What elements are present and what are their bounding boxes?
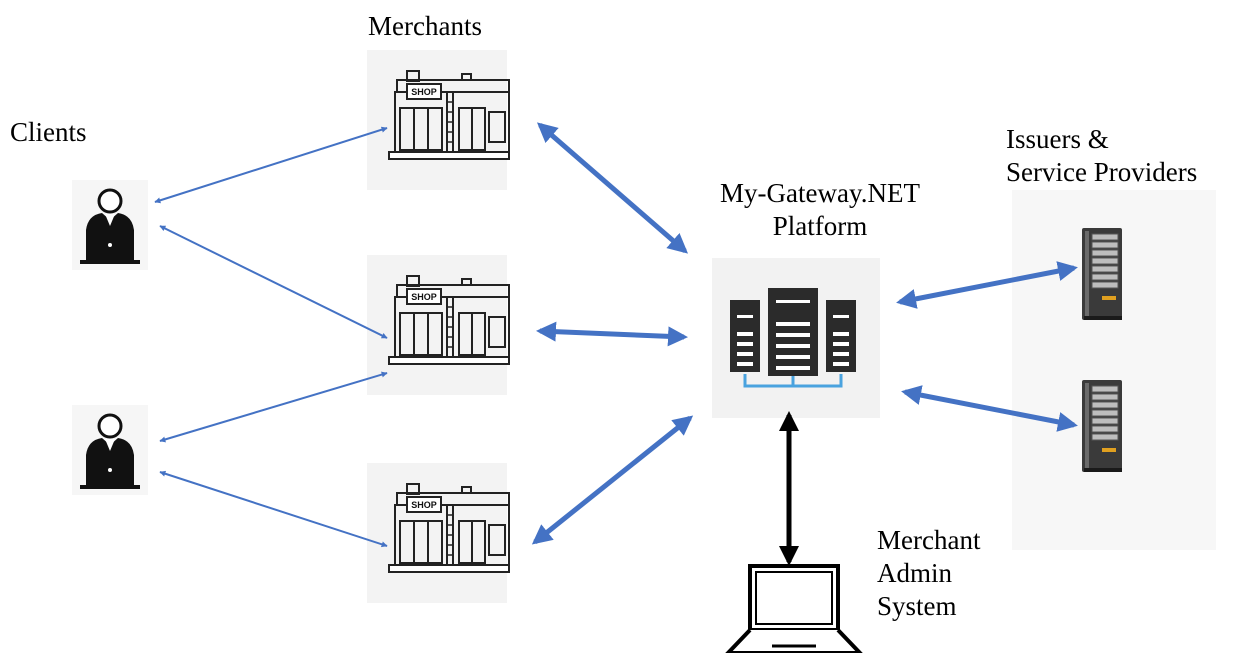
arrow-merchant3-platform — [531, 415, 694, 545]
client-2-user-laptop-icon — [70, 403, 150, 497]
issuer-server-1-tower-icon — [1081, 227, 1123, 321]
issuers-label-line1: Issuers & — [1006, 124, 1109, 154]
merchants-label: Merchants — [368, 11, 482, 41]
clients-label: Clients — [10, 117, 87, 147]
merchant-1-shop-icon — [366, 49, 510, 191]
platform-label-line2: Platform — [772, 211, 868, 241]
arrow-client1-merchant1 — [154, 126, 388, 204]
issuers-label: Issuers & Service Providers — [1006, 123, 1197, 189]
arrow-merchant2-platform — [536, 321, 688, 347]
issuers-label-line2: Service Providers — [1006, 157, 1198, 187]
platform-server-rack-icon — [712, 258, 880, 418]
admin-label-line3: System — [877, 591, 957, 621]
arrow-merchant1-platform — [536, 122, 689, 254]
admin-label-line1: Merchant — [877, 525, 981, 555]
issuer-server-2-tower-icon — [1081, 379, 1123, 473]
arrow-client2-merchant2 — [159, 371, 388, 443]
admin-label-line2: Admin — [877, 558, 953, 588]
merchant-3-shop-icon — [366, 462, 510, 604]
arrow-platform-issuer1 — [896, 261, 1078, 309]
merchant-admin-laptop-icon — [725, 564, 863, 653]
admin-label: Merchant Admin System — [877, 524, 980, 623]
arrow-client2-merchant3 — [159, 470, 388, 548]
arrow-client1-merchant2 — [159, 225, 388, 339]
platform-label-line1: My-Gateway.NET — [720, 178, 920, 208]
merchant-2-shop-icon — [366, 254, 510, 396]
client-1-user-laptop-icon — [70, 178, 150, 272]
arrow-platform-issuer2 — [901, 385, 1078, 432]
platform-label: My-Gateway.NET Platform — [690, 177, 950, 243]
